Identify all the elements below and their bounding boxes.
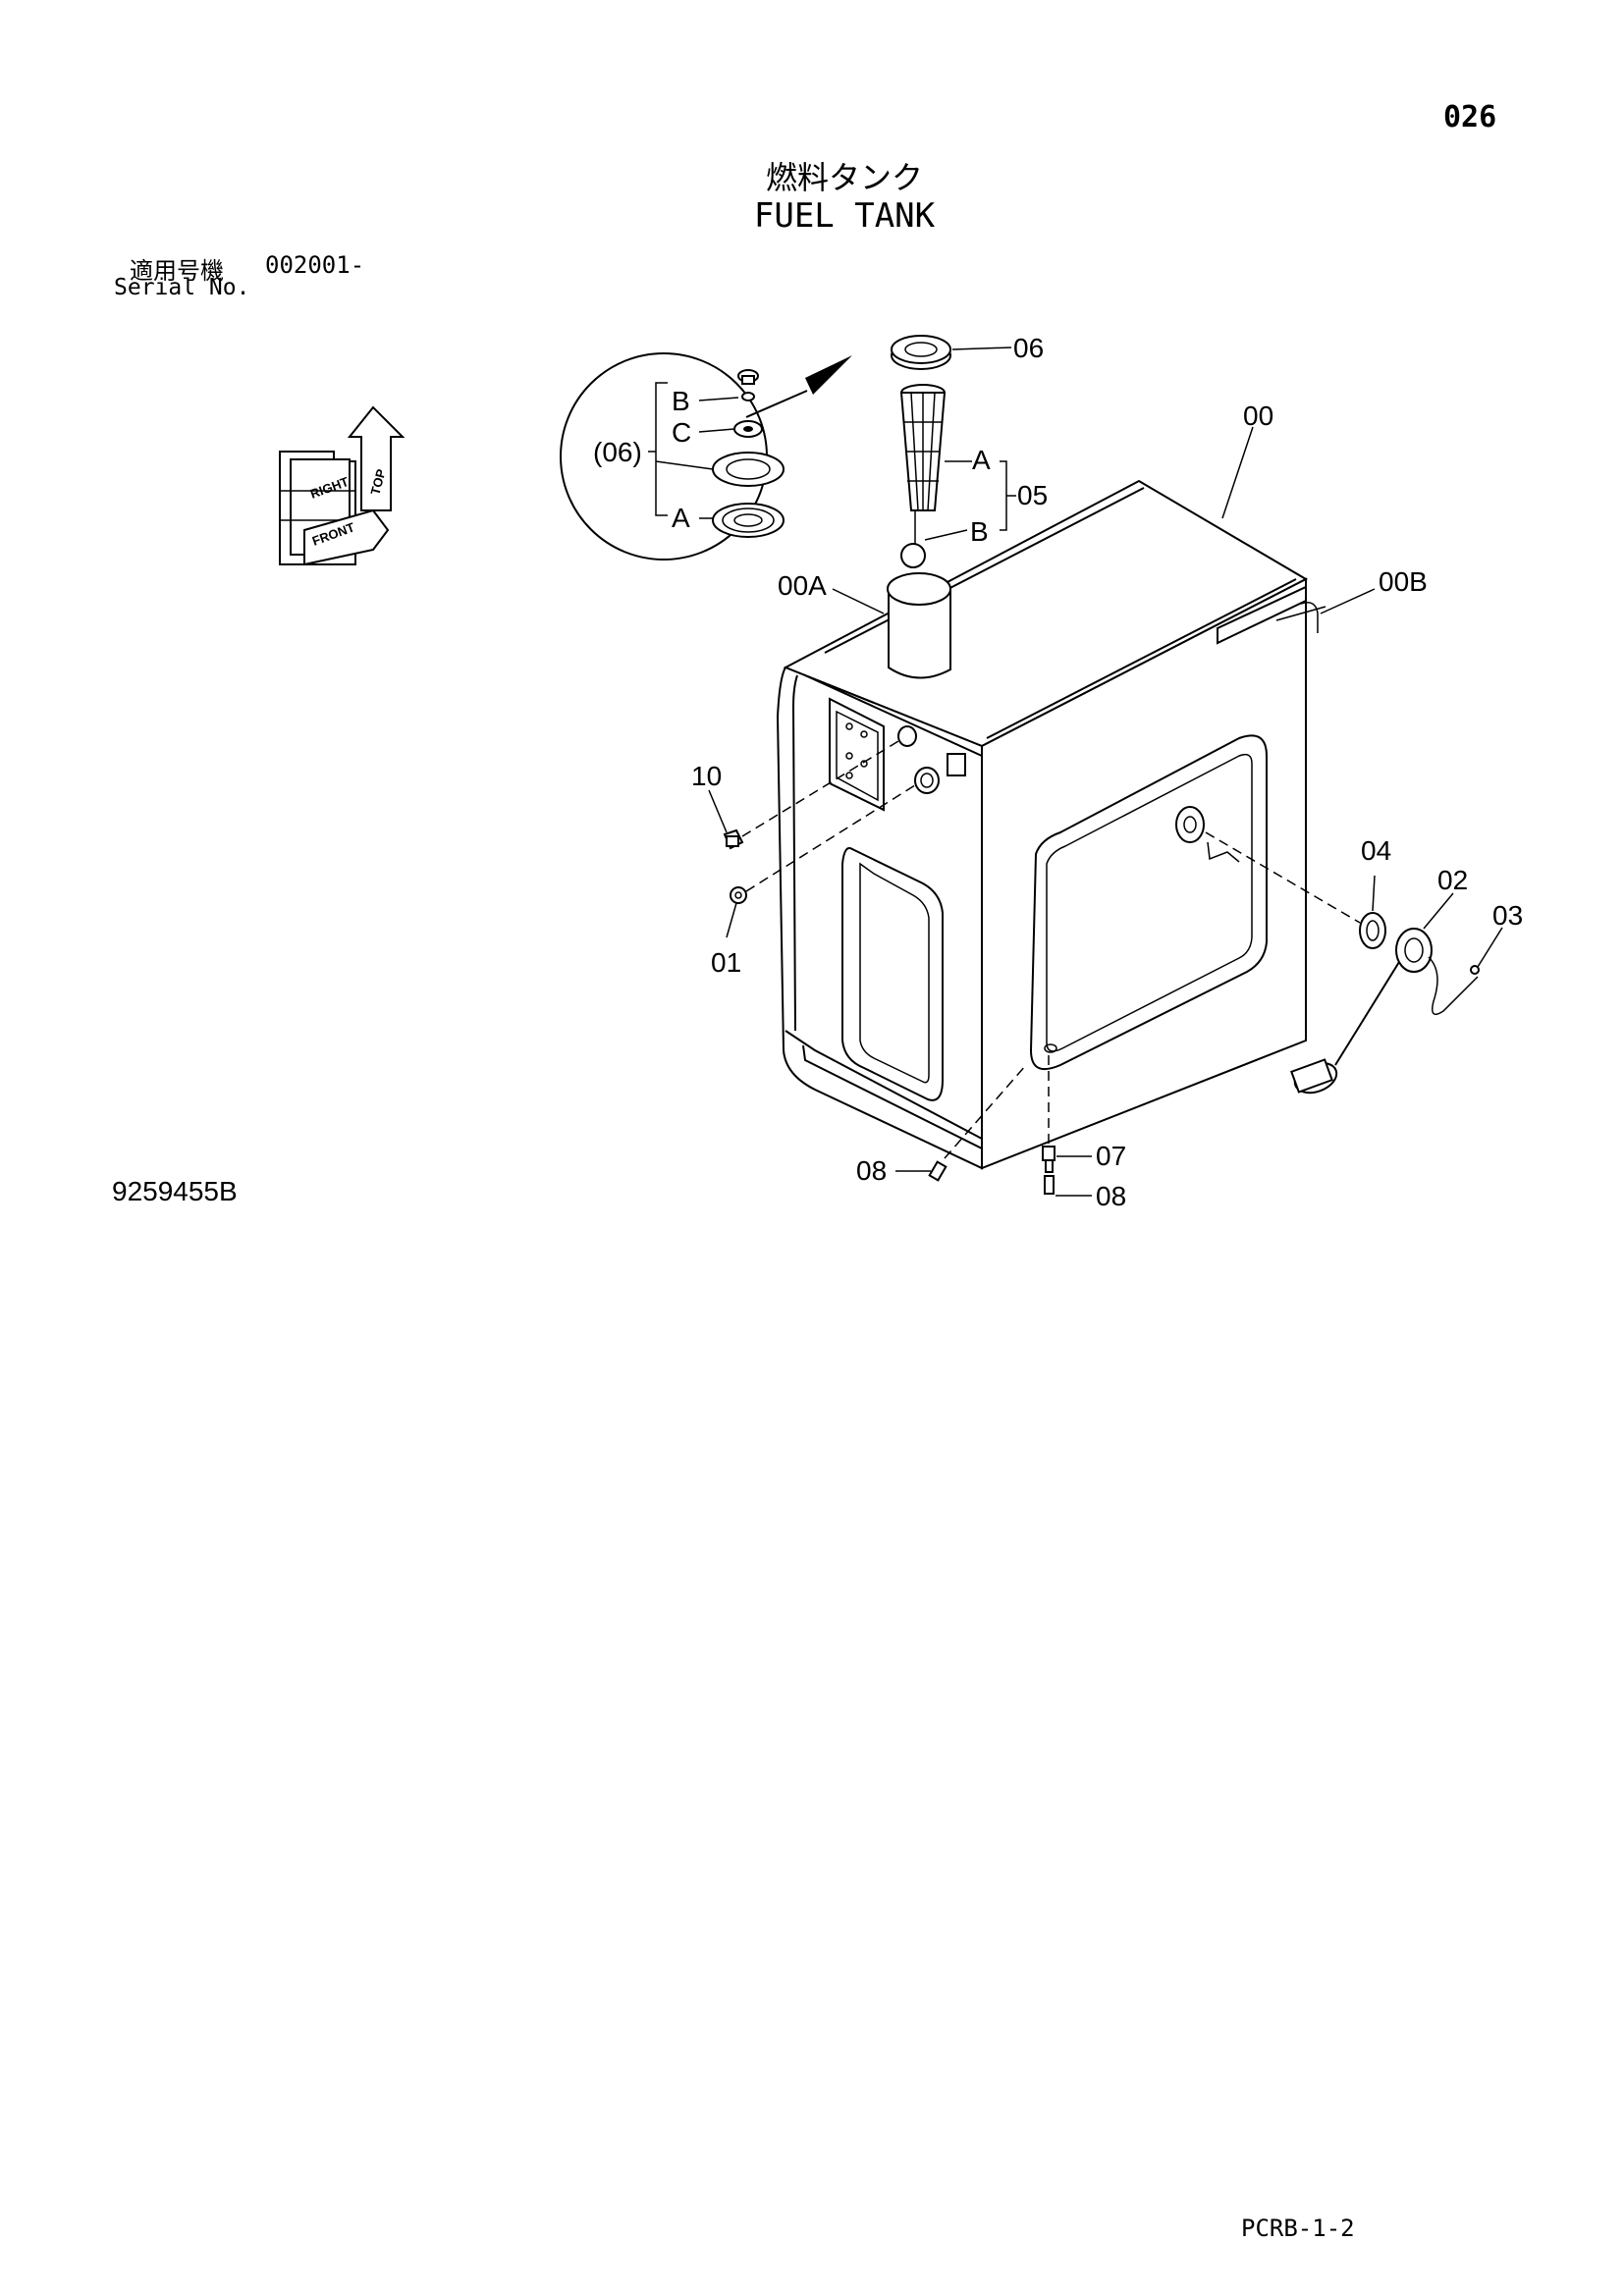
drain-bolt-08-right (1044, 1175, 1055, 1195)
callout-02: 02 (1437, 865, 1468, 895)
serial-label-english: Serial No. (114, 275, 250, 300)
serial-label-japanese: 適用号機 (130, 257, 224, 285)
serial-code: 002001- (265, 251, 365, 279)
nut-01 (730, 782, 919, 904)
callout-00b: 00B (1379, 566, 1428, 597)
callout-08-left: 08 (856, 1155, 887, 1186)
callout-strainer-b: B (970, 516, 989, 547)
callout-03: 03 (1492, 900, 1523, 931)
page-title-japanese: 燃料タンク (765, 159, 923, 196)
leader-lines (708, 426, 1503, 1197)
callout-06-detail: (06) (593, 437, 642, 467)
sender-unit-02 (1290, 928, 1479, 1095)
callout-strainer-a: A (972, 445, 991, 475)
fuel-tank-body (776, 479, 1326, 1170)
screw-03 (1470, 965, 1480, 975)
cap-detail-circle (560, 352, 852, 561)
callout-06: 06 (1013, 333, 1044, 363)
plug-10 (723, 737, 904, 850)
fuel-strainer (899, 384, 1016, 568)
callout-00: 00 (1243, 400, 1273, 431)
orientation-top-label: TOP (367, 467, 388, 497)
drain-bolt-08-left (928, 1064, 1027, 1182)
sheet-code: PCRB-1-2 (1241, 2215, 1355, 2242)
callout-07: 07 (1096, 1141, 1126, 1171)
callout-00a: 00A (778, 570, 827, 601)
callout-04: 04 (1361, 835, 1391, 866)
callout-detail-c: C (672, 417, 691, 448)
gasket-04 (1205, 831, 1386, 949)
filler-cap (891, 335, 1012, 370)
callout-08-right: 08 (1096, 1181, 1126, 1211)
page-number: 026 (1443, 100, 1497, 134)
callout-10: 10 (691, 761, 722, 791)
page-title-english: FUEL TANK (753, 196, 936, 236)
callout-05: 05 (1017, 480, 1048, 510)
drain-cock-07 (1042, 1055, 1056, 1173)
drawing-number: 9259455B (112, 1176, 238, 1206)
orientation-indicator: TOP RIGHT FRONT (279, 405, 406, 566)
callout-detail-b: B (672, 386, 690, 416)
callout-01: 01 (711, 947, 741, 978)
callout-detail-a: A (672, 503, 690, 533)
